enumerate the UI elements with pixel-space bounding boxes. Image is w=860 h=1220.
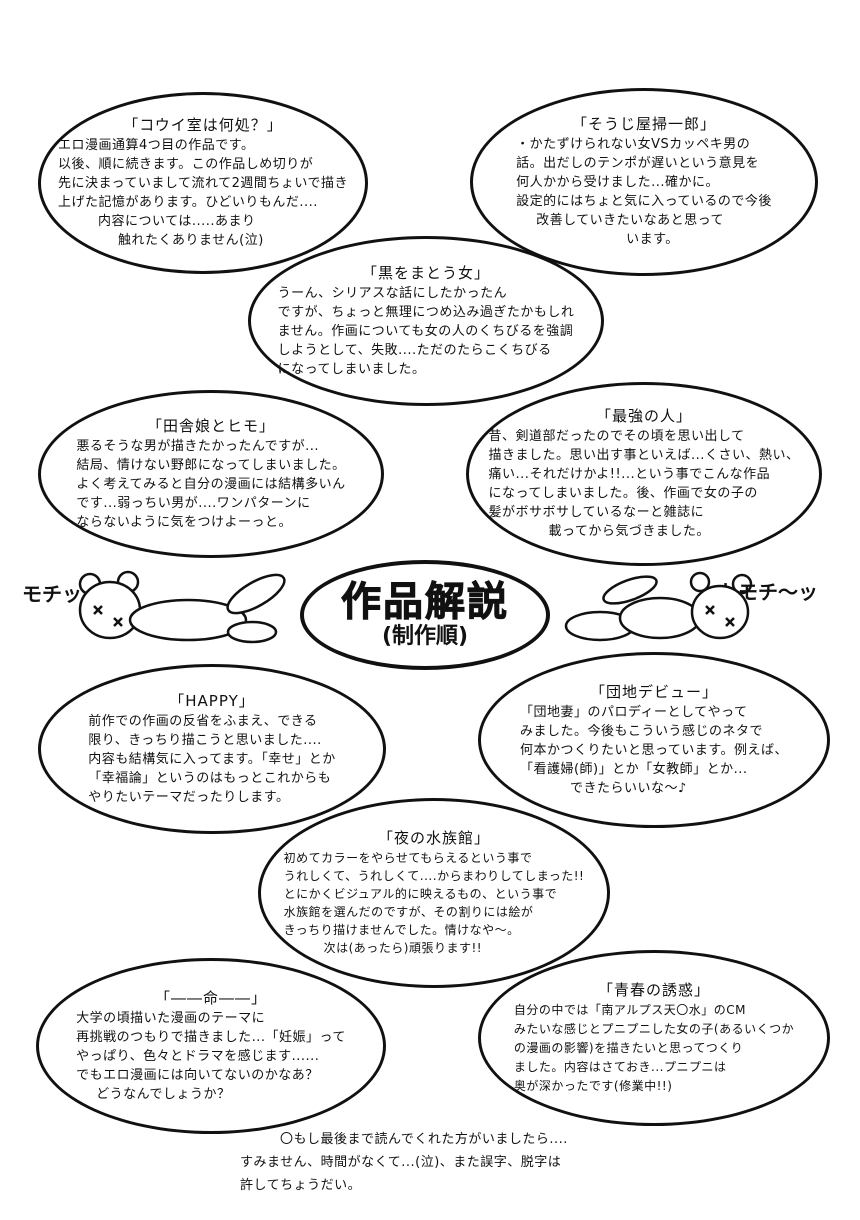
bubble-title: 「青春の誘惑」	[597, 980, 710, 999]
bubble-title: 「そうじ屋掃一郎」	[571, 115, 716, 133]
bubble-title: 「田舎娘とヒモ」	[146, 416, 275, 435]
bubble-body: 初めてカラーをやらせてもらえるという事で うれしくて、うれしくて....からまわ…	[283, 851, 585, 955]
footer-note: 〇もし最後まで読んでくれた方がいましたら.... すみません、時間がなくて...…	[240, 1132, 568, 1193]
title-main: 作品解説	[341, 579, 509, 625]
bubble-body: うーん、シリアスな話にしたかったん ですが、ちょっと無理につめ込み過ぎたかもしれ…	[277, 285, 575, 377]
bubble-title: 「コウイ室は何処？」	[123, 116, 283, 134]
bubble-body: 昔、剣道部だったのでその頃を思い出して 描きました。思い出す事といえば...くさ…	[488, 429, 800, 539]
bubble-title: 「――命――」	[154, 988, 267, 1007]
bubble-body: 自分の中では「南アルプス天〇水」のCM みたいな感じとプニプニした女の子(あるい…	[513, 1002, 795, 1093]
bubble-title: 「黒をまとう女」	[361, 263, 490, 282]
bubble-body: ・かたずけられない女VSカッペキ男の 話。出だしのテンポが遅いという意見を 何人…	[516, 137, 772, 247]
bubble-kuro: 「黒をまとう女」 うーん、シリアスな話にしたかったん ですが、ちょっと無理につめ…	[248, 236, 604, 406]
bubble-title: 「HAPPY」	[169, 691, 255, 710]
bubble-body: 前作での作画の反省をふまえ、できる 限り、きっちり描こうと思いました.... 内…	[88, 713, 336, 805]
bubble-body: 大学の頃描いた漫画のテーマに 再挑戦のつもりで描きました...「妊娠」って やっ…	[76, 1010, 346, 1102]
bubble-kouishitsu: 「コウイ室は何処？」 エロ漫画通算4つ目の作品です。 以後、順に続きます。この作…	[38, 92, 368, 274]
bear-left-illustration	[78, 570, 286, 644]
bubble-body: 悪るそうな男が描きたかったんですが... 結局、情けない野郎になってしまいました…	[76, 438, 346, 530]
bubble-inochi: 「――命――」 大学の頃描いた漫画のテーマに 再挑戦のつもりで描きました...「…	[36, 958, 386, 1134]
bubble-yoru-no-suizokukan: 「夜の水族館」 初めてカラーをやらせてもらえるという事で うれしくて、うれしくて…	[258, 798, 610, 988]
bubble-danchi: 「団地デビュー」 「団地妻」のパロディーとしてやって みました。今後もこういう感…	[478, 652, 830, 828]
bubble-title: 「最強の人」	[595, 407, 692, 425]
bubble-saikyou: 「最強の人」 昔、剣道部だったのでその頃を思い出して 描きました。思い出す事とい…	[466, 382, 822, 566]
bubble-title: 「団地デビュー」	[589, 682, 718, 701]
bubble-inakamusume: 「田舎娘とヒモ」 悪るそうな男が描きたかったんですが... 結局、情けない野郎に…	[38, 390, 384, 558]
bubble-title: 「夜の水族館」	[377, 829, 490, 847]
bubble-body: 「団地妻」のパロディーとしてやって みました。今後もこういう感じのネタで 何本か…	[519, 704, 789, 796]
bubble-seishun-no-yuuwaku: 「青春の誘惑」 自分の中では「南アルプス天〇水」のCM みたいな感じとプニプニし…	[478, 950, 830, 1126]
title-subtitle: (制作順)	[381, 624, 469, 649]
bear-right-illustration	[564, 571, 753, 642]
bubble-souji: 「そうじ屋掃一郎」 ・かたずけられない女VSカッペキ男の 話。出だしのテンポが遅…	[470, 88, 818, 276]
bubble-happy: 「HAPPY」 前作での作画の反省をふまえ、できる 限り、きっちり描こうと思いま…	[38, 664, 386, 834]
sfx-left: モチッ	[22, 582, 82, 606]
section-title: 作品解説 (制作順)	[300, 560, 550, 670]
bubble-body: エロ漫画通算4つ目の作品です。 以後、順に続きます。この作品しめ切りが 先に決ま…	[58, 138, 348, 248]
